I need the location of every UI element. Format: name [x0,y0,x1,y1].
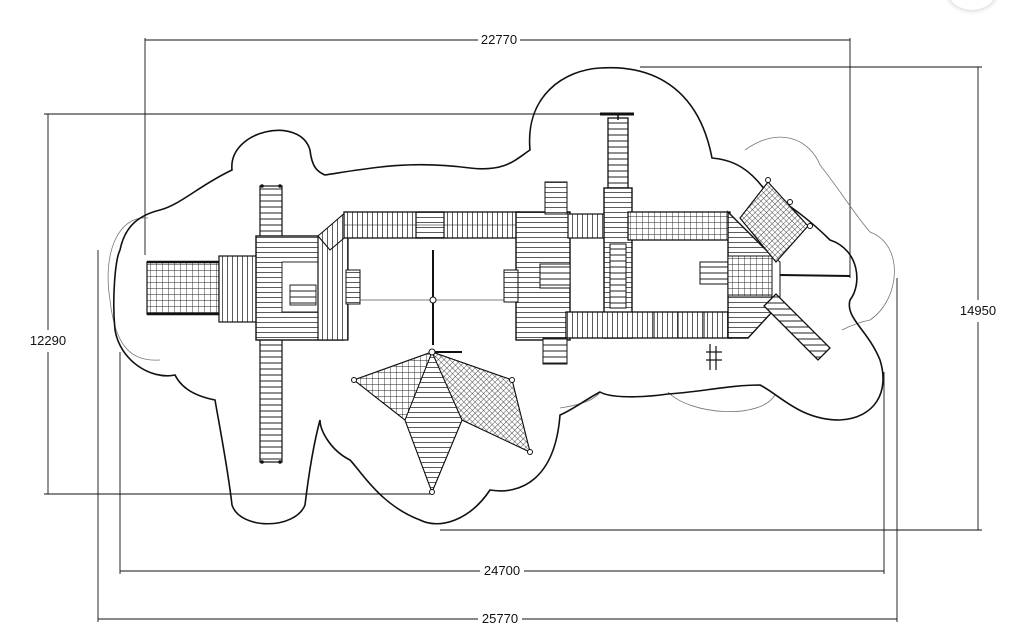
corner-button[interactable] [948,0,996,10]
right-bottom-bridge [565,311,733,339]
secondary-safety-outline [107,136,895,412]
right-slide [763,293,831,361]
dimension-right-height: 14950 [960,303,996,318]
dimension-top-width: 22770 [481,32,517,47]
top-lookout-ladder [607,117,629,189]
left-bottom-ladder [259,335,283,463]
left-net-climber [146,261,220,315]
centre-ladder [542,337,568,365]
centre-top-bridge [567,213,609,239]
dimension-left-height: 12290 [30,333,66,348]
dimension-bottom-inner-width: 24700 [484,563,520,578]
safety-zone-outline [113,66,884,525]
small-stepping-posts [706,344,722,370]
dimension-lines [44,38,982,622]
star-climbing-net [351,348,533,495]
right-firemans-pole-bar [779,274,851,277]
dimension-bottom-outer-width: 25770 [482,611,518,626]
right-top-net-bridge [627,211,731,241]
